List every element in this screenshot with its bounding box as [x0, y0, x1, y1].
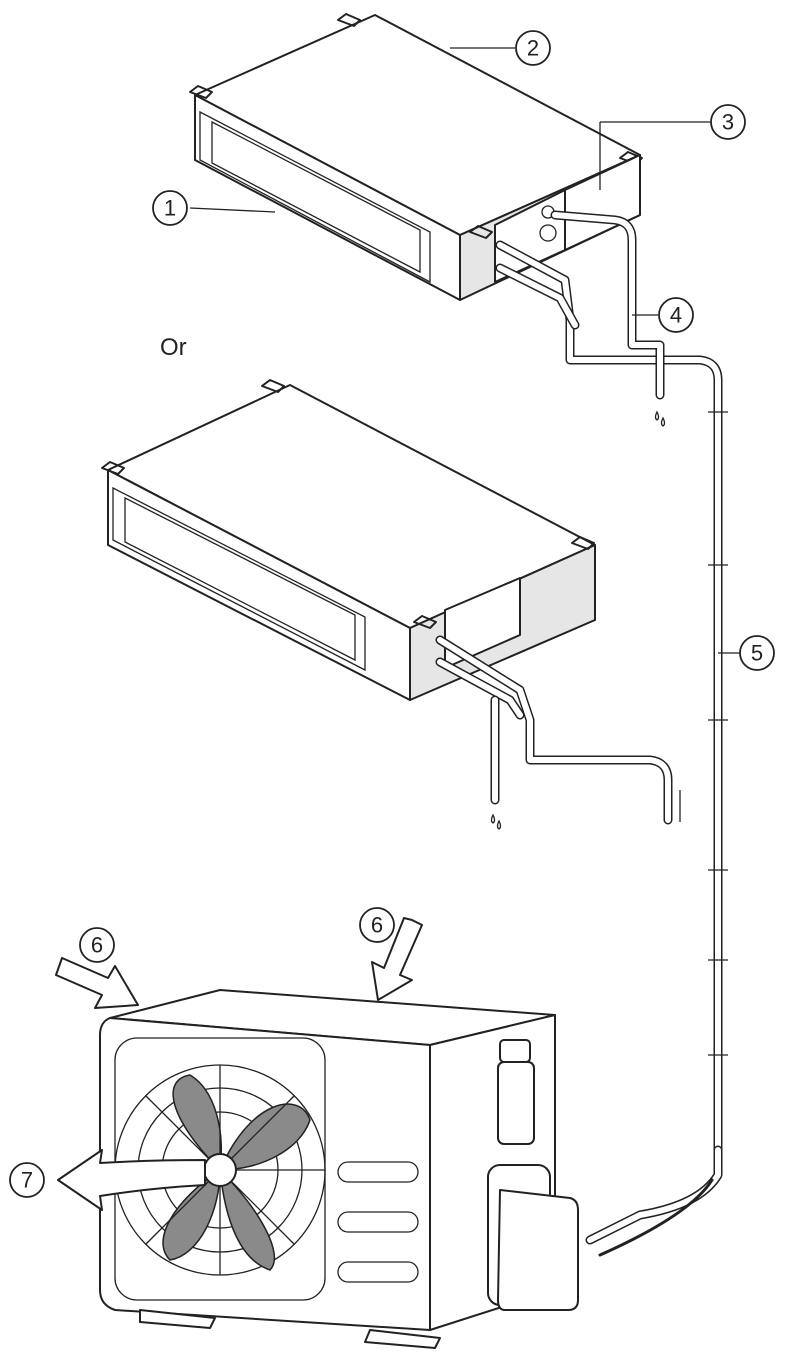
air-discharge-arrow: [57, 1149, 206, 1211]
airflow-arrows: [55, 917, 423, 1211]
callout-6-left: 6: [79, 927, 115, 963]
outdoor-unit: [99, 989, 579, 1349]
callout-4: 4: [658, 297, 694, 333]
air-intake-arrow-top: [371, 917, 423, 1001]
leader-lines: [189, 47, 740, 654]
callout-3: 3: [710, 104, 746, 140]
pipe-insulation-segments: [585, 411, 728, 1257]
callout-5: 5: [739, 635, 775, 671]
indoor-duct-unit-top: [189, 13, 643, 301]
callout-label-5: 5: [751, 641, 763, 666]
indoor-duct-unit-middle: [101, 379, 596, 701]
callout-label-1: 1: [164, 196, 176, 221]
callout-label-3: 3: [722, 110, 734, 135]
callout-label-4: 4: [670, 303, 682, 328]
refrigerant-pipes-middle: [435, 635, 681, 830]
callout-label-2: 2: [527, 36, 539, 61]
callout-label-6-left: 6: [91, 933, 103, 958]
air-intake-arrow-left: [55, 957, 139, 1009]
or-label: Or: [160, 334, 187, 361]
callout-label-7: 7: [21, 1168, 33, 1193]
callout-label-6-top: 6: [371, 913, 383, 938]
callout-2: 2: [515, 30, 551, 66]
callout-1: 1: [152, 190, 188, 226]
callout-7: 7: [9, 1162, 45, 1198]
refrigerant-pipes-top: [495, 210, 723, 1155]
callout-6-top: 6: [359, 907, 395, 943]
